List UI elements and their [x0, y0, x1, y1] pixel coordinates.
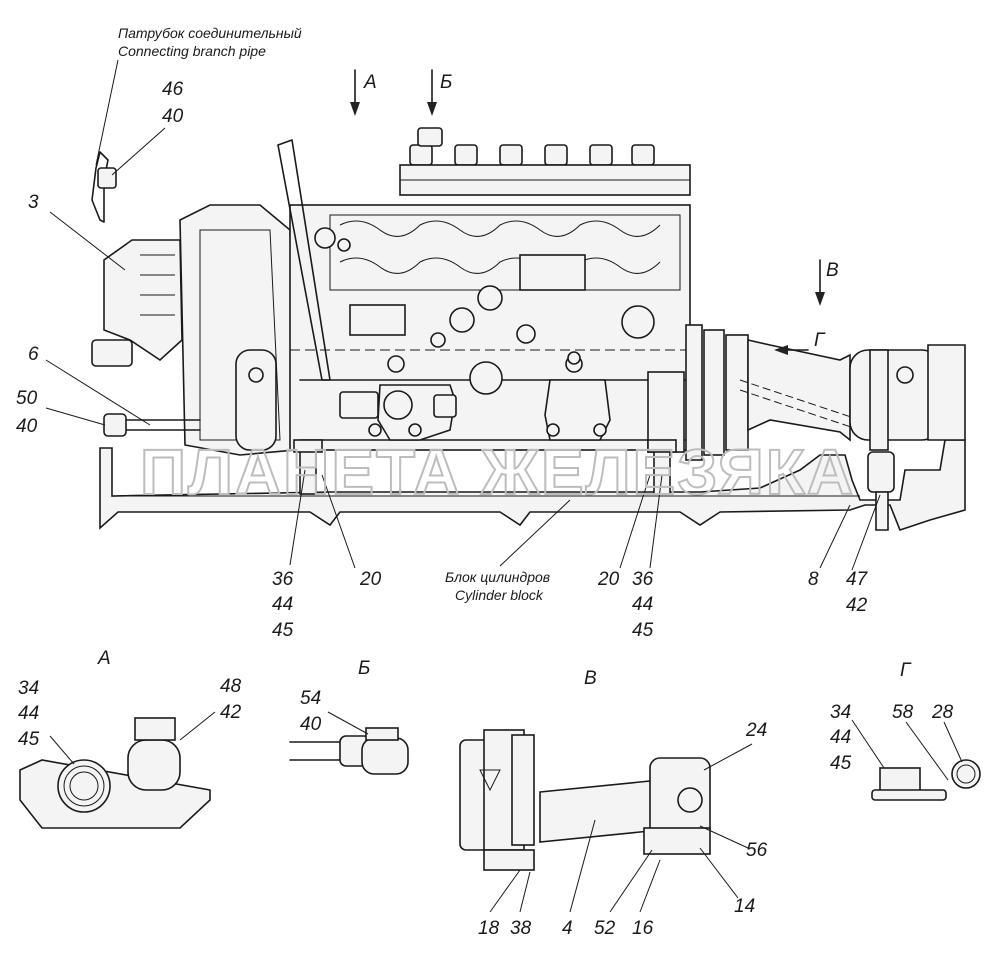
- view-v-callout-4: 4: [562, 918, 573, 939]
- view-v-callout-18: 18: [478, 918, 500, 939]
- governor-housing: [103, 239, 183, 362]
- view-title-g: Г: [900, 660, 912, 681]
- labels: Патрубок соединительный Connecting branc…: [16, 25, 954, 939]
- view-v-callout-56: 56: [746, 840, 768, 861]
- callout-8: 8: [808, 569, 819, 590]
- cylinder-block-caption-ru: Блок цилиндров: [445, 569, 550, 585]
- view-g-callout-58: 58: [892, 702, 914, 723]
- cylinder-block-caption-en: Cylinder block: [455, 587, 544, 603]
- view-a-callout-42: 42: [220, 702, 242, 723]
- view-g-callout-45: 45: [830, 753, 852, 774]
- branch-pipe: [91, 151, 109, 223]
- view-a-callout-44: 44: [18, 703, 39, 724]
- callout-36: 36: [632, 569, 654, 590]
- callout-50: 50: [16, 388, 38, 409]
- view-v: [459, 729, 753, 913]
- view-b: [289, 711, 409, 775]
- view-g-callout-44: 44: [830, 727, 851, 748]
- branch-pipe-caption-en: Connecting branch pipe: [118, 43, 266, 59]
- callout-44: 44: [632, 594, 653, 615]
- callout-40: 40: [16, 416, 38, 437]
- oil-pipe: [277, 139, 331, 381]
- view-arrow-label-v: В: [826, 260, 839, 281]
- view-v-callout-16: 16: [632, 918, 654, 939]
- view-arrow-label-b: Б: [440, 72, 452, 93]
- view-arrow-label-g: Г: [814, 330, 826, 351]
- view-g: [851, 719, 981, 801]
- view-g-callout-28: 28: [931, 702, 954, 723]
- view-v-callout-38: 38: [510, 918, 532, 939]
- leader-lines-main: [45, 59, 881, 571]
- view-v-callout-14: 14: [734, 896, 755, 917]
- callout-45: 45: [272, 620, 294, 641]
- cylinder-block-base: [99, 439, 966, 531]
- branch-pipe-caption-ru: Патрубок соединительный: [118, 25, 302, 41]
- view-title-a: А: [97, 648, 111, 669]
- drive-coupling: [747, 338, 851, 442]
- main-assembly: [91, 127, 966, 531]
- view-title-b: Б: [358, 658, 370, 679]
- view-b-callout-40: 40: [300, 714, 322, 735]
- callout-6: 6: [28, 344, 39, 365]
- view-a-callout-48: 48: [220, 676, 242, 697]
- watermark: ПЛАНЕТА ЖЕЛЕЗЯКА: [140, 436, 855, 508]
- view-arrow-label-a: А: [363, 72, 377, 93]
- view-g-callout-34: 34: [830, 702, 851, 723]
- callout-45: 45: [632, 620, 654, 641]
- view-a-callout-34: 34: [18, 678, 39, 699]
- injection-outlets: [399, 127, 691, 196]
- view-title-v: В: [584, 668, 597, 689]
- callout-36: 36: [272, 569, 294, 590]
- view-v-callout-24: 24: [745, 720, 767, 741]
- callout-42: 42: [846, 595, 868, 616]
- callout-20: 20: [597, 569, 620, 590]
- callout-3: 3: [28, 192, 39, 213]
- view-arrows: [350, 69, 825, 355]
- callout-40: 40: [162, 106, 184, 127]
- view-a-callout-45: 45: [18, 729, 40, 750]
- callout-20: 20: [359, 569, 382, 590]
- callout-46: 46: [162, 79, 184, 100]
- view-a: [19, 711, 216, 829]
- callout-44: 44: [272, 594, 293, 615]
- view-b-callout-54: 54: [300, 688, 321, 709]
- branch-pipe-fitting: [97, 167, 117, 189]
- callout-47: 47: [846, 569, 869, 590]
- view-v-callout-52: 52: [594, 918, 616, 939]
- pump-bracket: [544, 379, 611, 441]
